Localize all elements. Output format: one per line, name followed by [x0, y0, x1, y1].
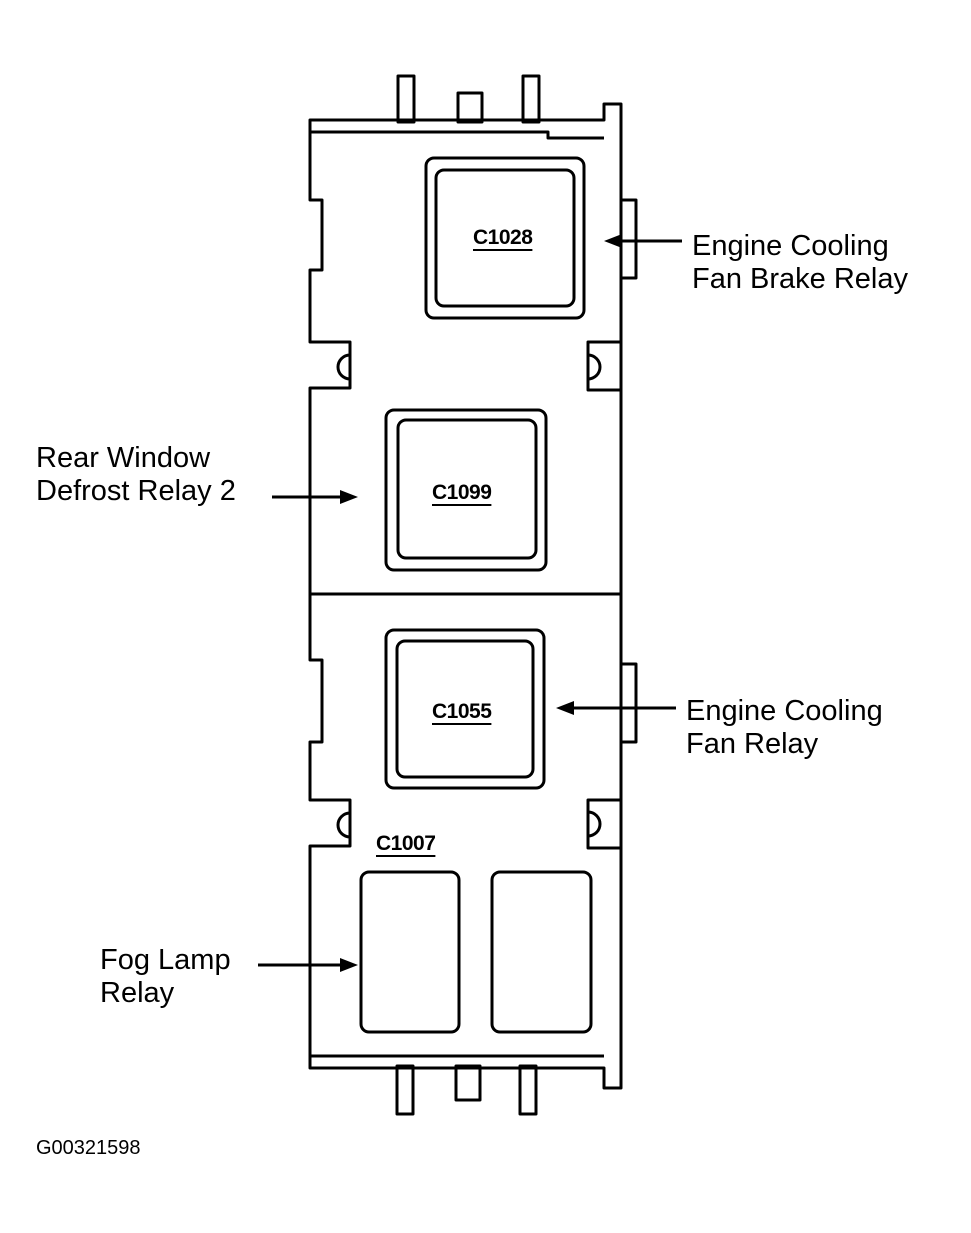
bottom-pin-right [518, 1064, 538, 1116]
label-line: Fan Brake Relay [692, 263, 908, 295]
left-latch-upper [336, 353, 351, 381]
relay-box-housing [308, 102, 623, 1090]
arrowhead-fan-relay [556, 701, 574, 715]
right-latch-lower-notch [587, 810, 602, 838]
housing-top-rim [310, 130, 604, 140]
connector-code-c1007: C1007 [376, 832, 436, 855]
label-line: Engine Cooling [692, 230, 889, 262]
top-pin-middle [456, 91, 484, 124]
fog-lamp-socket-right [490, 870, 593, 1034]
label-engine-cooling-fan-relay: Engine Cooling Fan Relay [686, 695, 883, 761]
bottom-pin-left [395, 1064, 415, 1116]
right-tab-lower [621, 662, 638, 744]
label-fog-lamp-relay: Fog Lamp Relay [100, 944, 231, 1010]
right-tab-upper [621, 198, 638, 280]
label-line: Fan Relay [686, 728, 819, 760]
connector-code-c1055: C1055 [432, 700, 492, 723]
top-pin-right [521, 74, 541, 124]
figure-id: G00321598 [36, 1137, 141, 1159]
connector-code-c1028: C1028 [473, 226, 533, 249]
fog-lamp-socket-left [359, 870, 461, 1034]
right-latch-upper-notch [587, 353, 602, 381]
arrowhead-fan-brake-relay [604, 234, 622, 248]
label-line: Fog Lamp [100, 944, 231, 976]
relay-c1028-outer [424, 156, 586, 320]
bottom-pin-middle [454, 1064, 482, 1102]
relay-c1028-inner [434, 168, 576, 308]
top-pin-left [396, 74, 416, 124]
right-latch-lower [586, 798, 621, 850]
label-line: Defrost Relay 2 [36, 475, 236, 507]
right-latch-upper [586, 340, 621, 392]
left-latch-lower [336, 811, 351, 839]
relay-c1055-outer [384, 628, 546, 790]
connector-code-c1099: C1099 [432, 481, 492, 504]
label-line: Relay [100, 977, 175, 1009]
relay-c1099-inner [396, 418, 538, 560]
label-line: Engine Cooling [686, 695, 883, 727]
relay-c1055-inner [395, 639, 535, 779]
arrowhead-fog-lamp-relay [340, 958, 358, 972]
label-engine-cooling-fan-brake-relay: Engine Cooling Fan Brake Relay [692, 230, 908, 296]
label-rear-window-defrost-relay-2: Rear Window Defrost Relay 2 [36, 442, 236, 508]
label-line: Rear Window [36, 442, 211, 474]
relay-c1099-outer [384, 408, 548, 572]
arrowhead-defrost-relay [340, 490, 358, 504]
